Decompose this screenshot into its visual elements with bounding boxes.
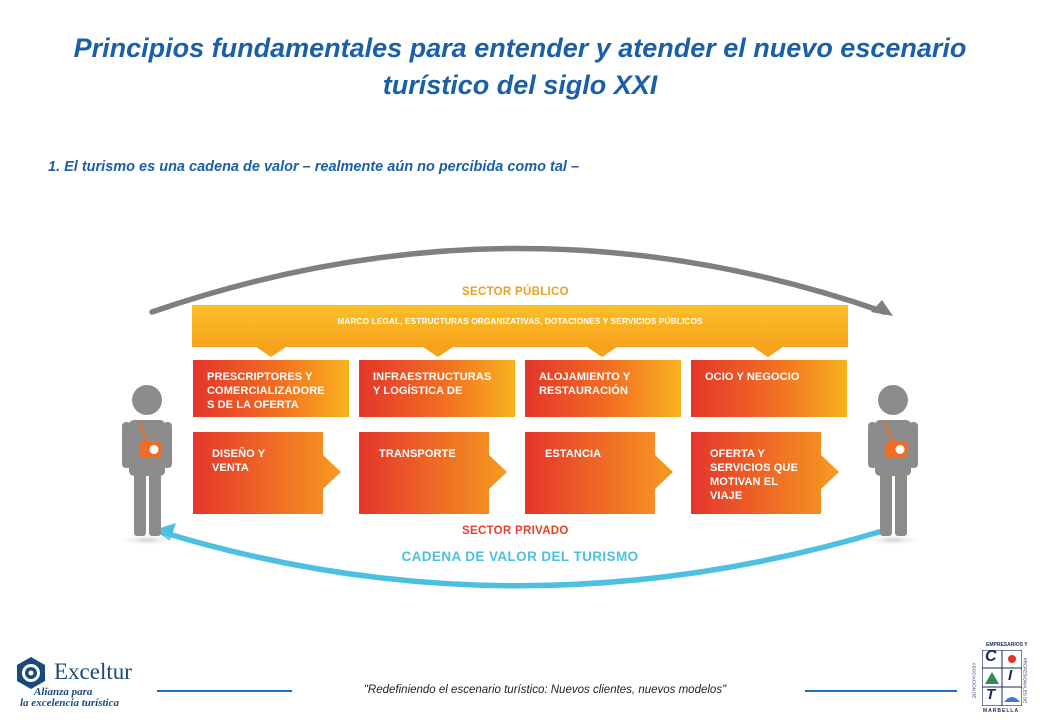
exceltur-wordmark: Exceltur bbox=[54, 659, 132, 684]
exceltur-logo: Exceltur Alianza para la excelencia turí… bbox=[12, 654, 147, 714]
acit-side-text-left: ASOCIACIÓN DE bbox=[971, 662, 977, 699]
page-title: Principios fundamentales para entender y… bbox=[73, 33, 967, 100]
public-sector-banner bbox=[192, 305, 848, 347]
acit-city-text: MARBELLA bbox=[983, 708, 1020, 714]
box-ocio bbox=[691, 360, 847, 417]
box-alojamiento bbox=[525, 360, 681, 417]
bottom-arc-arrow bbox=[162, 527, 889, 589]
box-ocio-label: OCIO Y NEGOCIO bbox=[705, 371, 800, 383]
footer-line-right bbox=[805, 690, 957, 692]
sector-privado-label: SECTOR PRIVADO bbox=[462, 525, 569, 537]
exceltur-emblem-icon bbox=[17, 657, 45, 689]
acit-grid-icon bbox=[982, 650, 1022, 706]
box-transporte-label: TRANSPORTE bbox=[379, 448, 456, 460]
tourist-figure-left bbox=[115, 385, 179, 546]
footer-caption: "Redefiniendo el escenario turístico: Nu… bbox=[363, 684, 727, 696]
exceltur-tagline: Alianza para la excelencia turística bbox=[20, 686, 119, 709]
banner-label: MARCO LEGAL, ESTRUCTURAS ORGANIZATIVAS, … bbox=[337, 316, 703, 326]
box-estancia bbox=[525, 432, 673, 514]
acit-top-text: EMPRESARIOS Y bbox=[986, 642, 1028, 648]
top-arc-arrow bbox=[149, 245, 887, 315]
box-infraestructuras bbox=[359, 360, 515, 417]
tourist-figure-right bbox=[861, 385, 925, 546]
top-arc-arrow-head bbox=[871, 300, 893, 316]
acit-marbella-logo: EMPRESARIOS Y ASOCIACIÓN DE PROFESIONALE… bbox=[970, 640, 1032, 716]
acit-letter-c: C bbox=[985, 648, 997, 665]
box-prescriptores bbox=[193, 360, 349, 417]
acit-letter-t: T bbox=[986, 686, 996, 703]
acit-side-text-right: PROFESIONALES DE bbox=[1022, 657, 1028, 704]
sector-publico-label: SECTOR PÚBLICO bbox=[462, 286, 569, 298]
value-chain-title: CADENA DE VALOR DEL TURISMO bbox=[401, 549, 639, 564]
box-estancia-label: ESTANCIA bbox=[545, 448, 602, 460]
box-oferta bbox=[691, 432, 839, 514]
section-subtitle: 1. El turismo es una cadena de valor – r… bbox=[48, 159, 580, 175]
acit-letter-i: I bbox=[1008, 667, 1013, 684]
box-transporte bbox=[359, 432, 507, 514]
footer-line-left bbox=[157, 690, 292, 692]
box-diseno bbox=[193, 432, 341, 514]
